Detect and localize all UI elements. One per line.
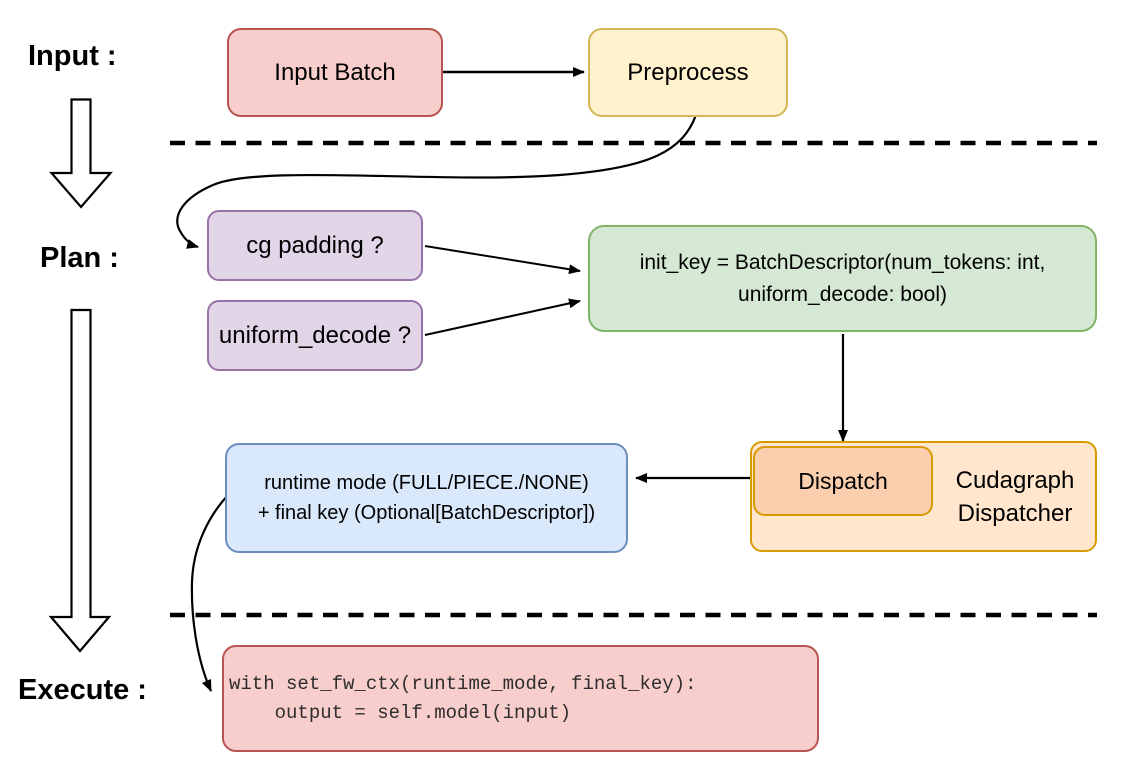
- node-runtime-mode-final-key: runtime mode (FULL/PIECE./NONE) + final …: [225, 443, 628, 553]
- node-input-batch: Input Batch: [227, 28, 443, 117]
- init-key-line-1: init_key = BatchDescriptor(num_tokens: i…: [639, 250, 1046, 274]
- stage-label-execute: Execute :: [18, 674, 147, 706]
- node-dispatch: Dispatch: [753, 446, 933, 516]
- stage-label-plan: Plan :: [40, 242, 119, 274]
- runtime-mode-line-2: + final key (Optional[BatchDescriptor]): [257, 502, 596, 524]
- edge-uniform-decode-to-init-key: [424, 298, 581, 336]
- execute-code-line-1: with set_fw_ctx(runtime_mode, final_key)…: [229, 672, 697, 695]
- down-arrow-icon-input-to-plan: [49, 98, 113, 209]
- edge-cg-padding-to-init-key: [424, 245, 581, 275]
- node-execute-code: with set_fw_ctx(runtime_mode, final_key)…: [222, 645, 819, 752]
- down-arrow-icon-plan-to-execute: [48, 308, 112, 653]
- execute-code-line-2: output = self.model(input): [229, 701, 572, 724]
- node-uniform-decode: uniform_decode ?: [207, 300, 423, 371]
- node-preprocess: Preprocess: [588, 28, 788, 117]
- cudagraph-dispatcher-line-2: Dispatcher: [957, 499, 1073, 527]
- init-key-line-2: uniform_decode: bool): [738, 282, 947, 306]
- cudagraph-dispatcher-line-1: Cudagraph: [955, 466, 1075, 494]
- cudagraph-dispatcher-label: Cudagraph Dispatcher: [933, 441, 1097, 552]
- runtime-mode-line-1: runtime mode (FULL/PIECE./NONE): [264, 472, 589, 494]
- node-cg-padding: cg padding ?: [207, 210, 423, 281]
- edge-preprocess-to-cg-padding: [176, 114, 698, 249]
- stage-label-input: Input :: [28, 40, 117, 72]
- edge-runtime-mode-to-execute-code: [190, 494, 229, 692]
- node-init-key: init_key = BatchDescriptor(num_tokens: i…: [588, 225, 1097, 332]
